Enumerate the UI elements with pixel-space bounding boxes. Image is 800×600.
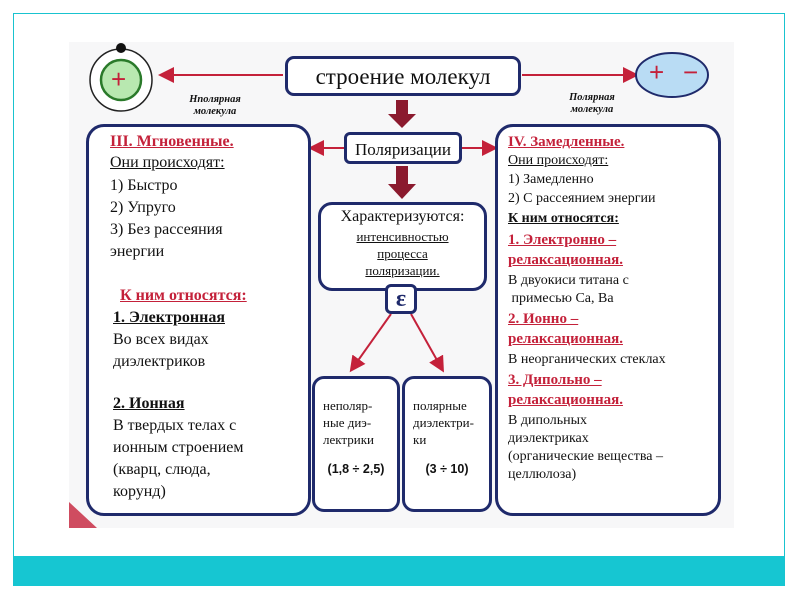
right-occur: Они происходят: bbox=[508, 153, 609, 168]
polar-plus-sign: + bbox=[649, 57, 665, 87]
er-title: релаксационная. bbox=[508, 252, 623, 268]
electron-dot bbox=[116, 43, 126, 53]
caption-line: молекула bbox=[193, 106, 237, 118]
electronic-title: 1. Электронная bbox=[113, 309, 225, 326]
epsilon-box: ε bbox=[385, 284, 417, 314]
thick-arrow-2 bbox=[388, 166, 416, 199]
left-item: 1) Быстро bbox=[110, 177, 178, 194]
left-relate: К ним относятся: bbox=[120, 287, 247, 304]
ir-desc: В неорганических стеклах bbox=[508, 352, 666, 367]
ir-title: 2. Ионно – bbox=[508, 311, 579, 327]
ionic-title: 2. Ионная bbox=[113, 395, 185, 412]
dr-desc: В дипольных bbox=[508, 413, 588, 428]
dr-title: 3. Дипольно – bbox=[508, 372, 602, 388]
polarization-box: Поляризации bbox=[344, 132, 462, 164]
nonpolar-text: ные диэ- bbox=[323, 415, 372, 430]
polar-dielectrics-box: полярные диэлектри- ки (3 ÷ 10) bbox=[402, 376, 492, 512]
dr-desc: (органические вещества – bbox=[508, 449, 663, 464]
polar-value: (3 ÷ 10) bbox=[425, 462, 469, 476]
characterized-text: Характеризуются: bbox=[340, 208, 465, 225]
dr-desc: диэлектриках bbox=[508, 431, 589, 446]
ionic-desc: корунд) bbox=[113, 483, 166, 500]
er-title: 1. Электронно – bbox=[508, 232, 617, 248]
nonpolar-molecule-core bbox=[99, 58, 143, 102]
title-text: строение молекул bbox=[315, 64, 491, 89]
polar-minus-sign: − bbox=[683, 57, 699, 87]
connector-layer bbox=[69, 43, 709, 528]
instant-polarization-box: III. Мгновенные. Они происходят: 1) Быст… bbox=[86, 124, 311, 516]
dr-desc: целлюлоза) bbox=[508, 467, 577, 482]
arrow-to-nonpolar-box bbox=[349, 313, 392, 373]
polarization-text: Поляризации bbox=[354, 140, 451, 159]
polar-text: диэлектри- bbox=[413, 415, 474, 430]
characterized-desc: интенсивностью bbox=[356, 229, 449, 244]
characterized-desc: процесса bbox=[377, 246, 428, 261]
corner-shape bbox=[69, 502, 97, 528]
characterized-box: Характеризуются: интенсивностью процесса… bbox=[318, 202, 487, 291]
ionic-desc: В твердых телах с bbox=[113, 417, 237, 434]
nonpolar-molecule-caption: Нполярная молекула bbox=[170, 94, 260, 118]
epsilon-symbol: ε bbox=[395, 286, 407, 312]
left-item: 3) Без рассеяния bbox=[110, 221, 223, 238]
electronic-desc: Во всех видах bbox=[113, 331, 209, 348]
right-heading: IV. Замедленные. bbox=[508, 134, 625, 150]
left-heading: III. Мгновенные. bbox=[110, 133, 234, 150]
nonpolar-text: лектрики bbox=[323, 432, 374, 447]
right-item: 1) Замедленно bbox=[508, 172, 594, 187]
thick-arrow-1 bbox=[388, 100, 416, 128]
delayed-polarization-box: IV. Замедленные. Они происходят: 1) Заме… bbox=[495, 124, 721, 516]
dr-title: релаксационная. bbox=[508, 392, 623, 408]
caption-line: Полярная bbox=[569, 92, 615, 103]
left-item: 2) Упруго bbox=[110, 199, 176, 216]
nonpolar-text: неполяр- bbox=[323, 398, 373, 413]
title-box: строение молекул bbox=[285, 56, 521, 96]
right-item: 2) С рассеянием энергии bbox=[508, 191, 656, 206]
ionic-desc: (кварц, слюда, bbox=[113, 461, 211, 478]
nonpolar-plus-sign: + bbox=[111, 64, 127, 94]
ir-title: релаксационная. bbox=[508, 331, 623, 347]
polar-text: полярные bbox=[413, 398, 467, 413]
polar-text: ки bbox=[413, 432, 427, 447]
caption-line: Нполярная bbox=[189, 94, 241, 105]
right-relate: К ним относятся: bbox=[508, 211, 619, 226]
er-desc: В двуокиси титана с bbox=[508, 273, 629, 288]
ionic-desc: ионным строением bbox=[113, 439, 244, 456]
diagram-canvas: + + − Нполярная молекула Полярная молеку… bbox=[69, 42, 734, 528]
left-item: энергии bbox=[110, 243, 165, 260]
nonpolar-dielectrics-box: неполяр- ные диэ- лектрики (1,8 ÷ 2,5) bbox=[312, 376, 400, 512]
left-occur: Они происходят: bbox=[110, 154, 225, 171]
nonpolar-value: (1,8 ÷ 2,5) bbox=[327, 462, 385, 476]
bottom-bar bbox=[14, 556, 784, 586]
er-desc: примесью Са, Ва bbox=[508, 291, 614, 306]
characterized-desc: поляризации. bbox=[365, 263, 440, 278]
polar-molecule-ellipse bbox=[635, 52, 709, 98]
caption-line: молекула bbox=[570, 104, 614, 116]
electronic-desc: диэлектриков bbox=[113, 353, 206, 370]
arrow-to-polar-box bbox=[410, 313, 444, 373]
polar-molecule-caption: Полярная молекула bbox=[547, 92, 637, 116]
